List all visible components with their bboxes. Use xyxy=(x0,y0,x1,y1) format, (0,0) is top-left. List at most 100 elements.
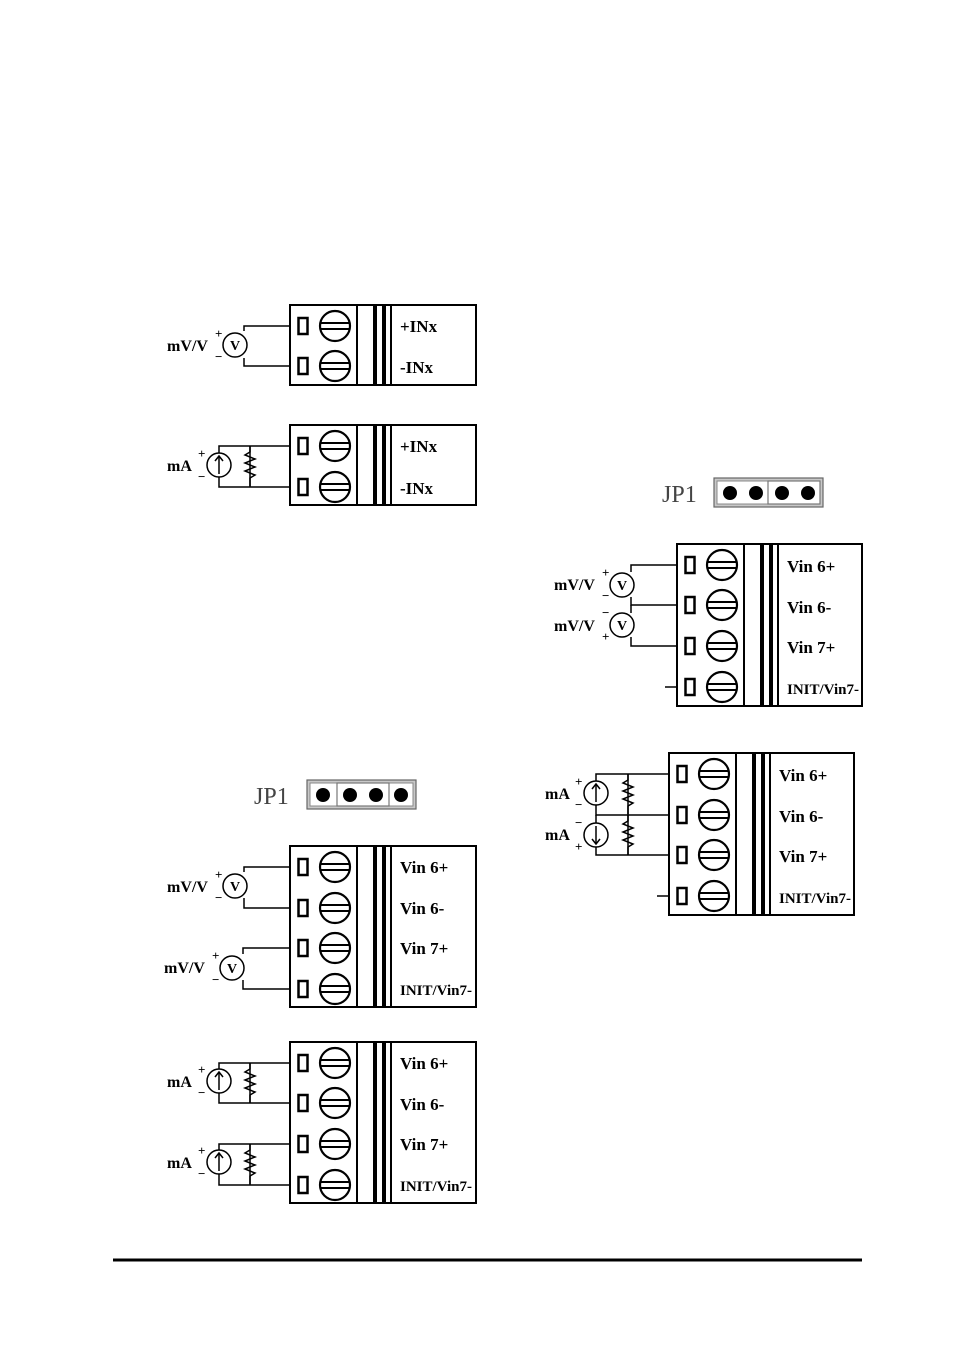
plus-sign: + xyxy=(198,1062,205,1077)
terminal-label: -INx xyxy=(400,479,434,498)
terminal-slot-icon xyxy=(676,764,688,784)
terminal-slot-icon xyxy=(297,1093,309,1113)
terminal-label: Vin 7+ xyxy=(787,638,835,657)
terminal-label: Vin 6- xyxy=(779,807,824,826)
terminal-slot-icon xyxy=(684,677,696,697)
terminal-label: Vin 6- xyxy=(400,899,445,918)
screw-icon xyxy=(318,429,352,463)
terminal-block: Vin 6+ Vin 6- Vin 7+ INIT/Vin7- xyxy=(289,845,477,1008)
terminal-block: Vin 6+ Vin 6- Vin 7+ INIT/Vin7- xyxy=(289,1041,477,1204)
voltmeter-symbol: V xyxy=(617,619,627,634)
plus-sign: + xyxy=(575,774,582,789)
terminal-label: -INx xyxy=(400,358,434,377)
terminal-block: Vin 6+ Vin 6- Vin 7+ INIT/Vin7- xyxy=(668,752,855,916)
screw-icon xyxy=(697,838,731,872)
terminal-slot-icon xyxy=(297,979,309,999)
se-voltage-right-diagram: Vin 6+ Vin 6- Vin 7+ INIT/Vin7- V + − mV… xyxy=(554,543,863,707)
screw-icon xyxy=(318,972,352,1006)
source-label: mV/V xyxy=(167,338,208,355)
terminal-slot-icon xyxy=(297,1134,309,1154)
current-source: + − mA xyxy=(545,773,669,816)
terminal-label: Vin 6- xyxy=(400,1095,445,1114)
minus-sign: − xyxy=(212,972,219,987)
screw-icon xyxy=(318,1046,352,1080)
current-source: + − mA xyxy=(167,1062,290,1104)
screw-icon xyxy=(318,891,352,925)
voltage-source: V + − mV/V xyxy=(167,325,290,367)
terminal-slot-icon xyxy=(297,1053,309,1073)
plus-sign: + xyxy=(602,565,609,580)
terminal-slot-icon xyxy=(676,886,688,906)
terminal-block: Vin 6+ Vin 6- Vin 7+ INIT/Vin7- xyxy=(676,543,863,707)
source-label: mA xyxy=(545,786,570,803)
jumper-pin-icon xyxy=(369,788,383,802)
jumper-pin-icon xyxy=(775,486,789,500)
terminal-slot-icon xyxy=(297,356,309,376)
terminal-label: +INx xyxy=(400,317,438,336)
se-current-left-diagram: Vin 6+ Vin 6- Vin 7+ INIT/Vin7- + − mA + xyxy=(167,1041,477,1204)
screw-icon xyxy=(705,548,739,582)
plus-sign: + xyxy=(602,629,609,644)
terminal-slot-icon xyxy=(676,805,688,825)
voltage-source: V + − mV/V xyxy=(167,866,290,909)
screw-icon xyxy=(705,588,739,622)
jumper-pin-icon xyxy=(723,486,737,500)
minus-sign: − xyxy=(215,890,222,905)
plus-sign: + xyxy=(215,326,222,341)
terminal-block: +INx -INx xyxy=(289,304,477,386)
terminal-label: +INx xyxy=(400,437,438,456)
terminal-slot-icon xyxy=(297,857,309,877)
plus-sign: + xyxy=(212,948,219,963)
voltmeter-symbol: V xyxy=(227,962,237,977)
terminal-slot-icon xyxy=(297,1175,309,1195)
source-label: mA xyxy=(167,1155,192,1172)
jumper-label: JP1 xyxy=(254,784,289,810)
voltmeter-symbol: V xyxy=(230,880,240,895)
screw-icon xyxy=(318,931,352,965)
current-source: − + mA xyxy=(545,814,669,856)
minus-sign: − xyxy=(198,1085,205,1100)
minus-sign: − xyxy=(575,815,582,830)
screw-icon xyxy=(318,1086,352,1120)
jp1-jumper-right: JP1 xyxy=(662,477,824,508)
terminal-label: INIT/Vin7- xyxy=(400,983,472,999)
screw-icon xyxy=(705,629,739,663)
jumper-pin-icon xyxy=(749,486,763,500)
screw-icon xyxy=(318,309,352,343)
voltmeter-icon xyxy=(609,572,635,598)
terminal-slot-icon xyxy=(297,316,309,336)
terminal-label: Vin 6+ xyxy=(400,1054,448,1073)
terminal-label: Vin 6- xyxy=(787,598,832,617)
current-source: + − mA xyxy=(167,1143,290,1186)
jumper-pin-icon xyxy=(316,788,330,802)
terminal-label: INIT/Vin7- xyxy=(400,1179,472,1195)
source-label: mV/V xyxy=(164,960,205,977)
jumper-label: JP1 xyxy=(662,482,697,508)
source-label: mV/V xyxy=(554,618,595,635)
terminal-label: Vin 6+ xyxy=(787,557,835,576)
screw-icon xyxy=(697,879,731,913)
minus-sign: − xyxy=(198,469,205,484)
terminal-slot-icon xyxy=(297,938,309,958)
screw-icon xyxy=(705,670,739,704)
minus-sign: − xyxy=(575,797,582,812)
terminal-label: INIT/Vin7- xyxy=(779,891,851,907)
jumper-pin-icon xyxy=(394,788,408,802)
terminal-slot-icon xyxy=(297,477,309,497)
terminal-block: +INx -INx xyxy=(289,424,477,506)
minus-sign: − xyxy=(215,349,222,364)
voltmeter-symbol: V xyxy=(617,579,627,594)
terminal-slot-icon xyxy=(297,898,309,918)
source-label: mA xyxy=(545,827,570,844)
plus-sign: + xyxy=(215,867,222,882)
voltmeter-icon xyxy=(609,612,635,638)
voltmeter-symbol: V xyxy=(230,339,240,354)
terminal-label: Vin 7+ xyxy=(779,847,827,866)
plus-sign: + xyxy=(198,446,205,461)
screw-icon xyxy=(697,798,731,832)
se-current-right-diagram: Vin 6+ Vin 6- Vin 7+ INIT/Vin7- + − mA xyxy=(545,752,855,916)
screw-icon xyxy=(318,850,352,884)
source-label: mV/V xyxy=(554,577,595,594)
plus-sign: + xyxy=(575,839,582,854)
